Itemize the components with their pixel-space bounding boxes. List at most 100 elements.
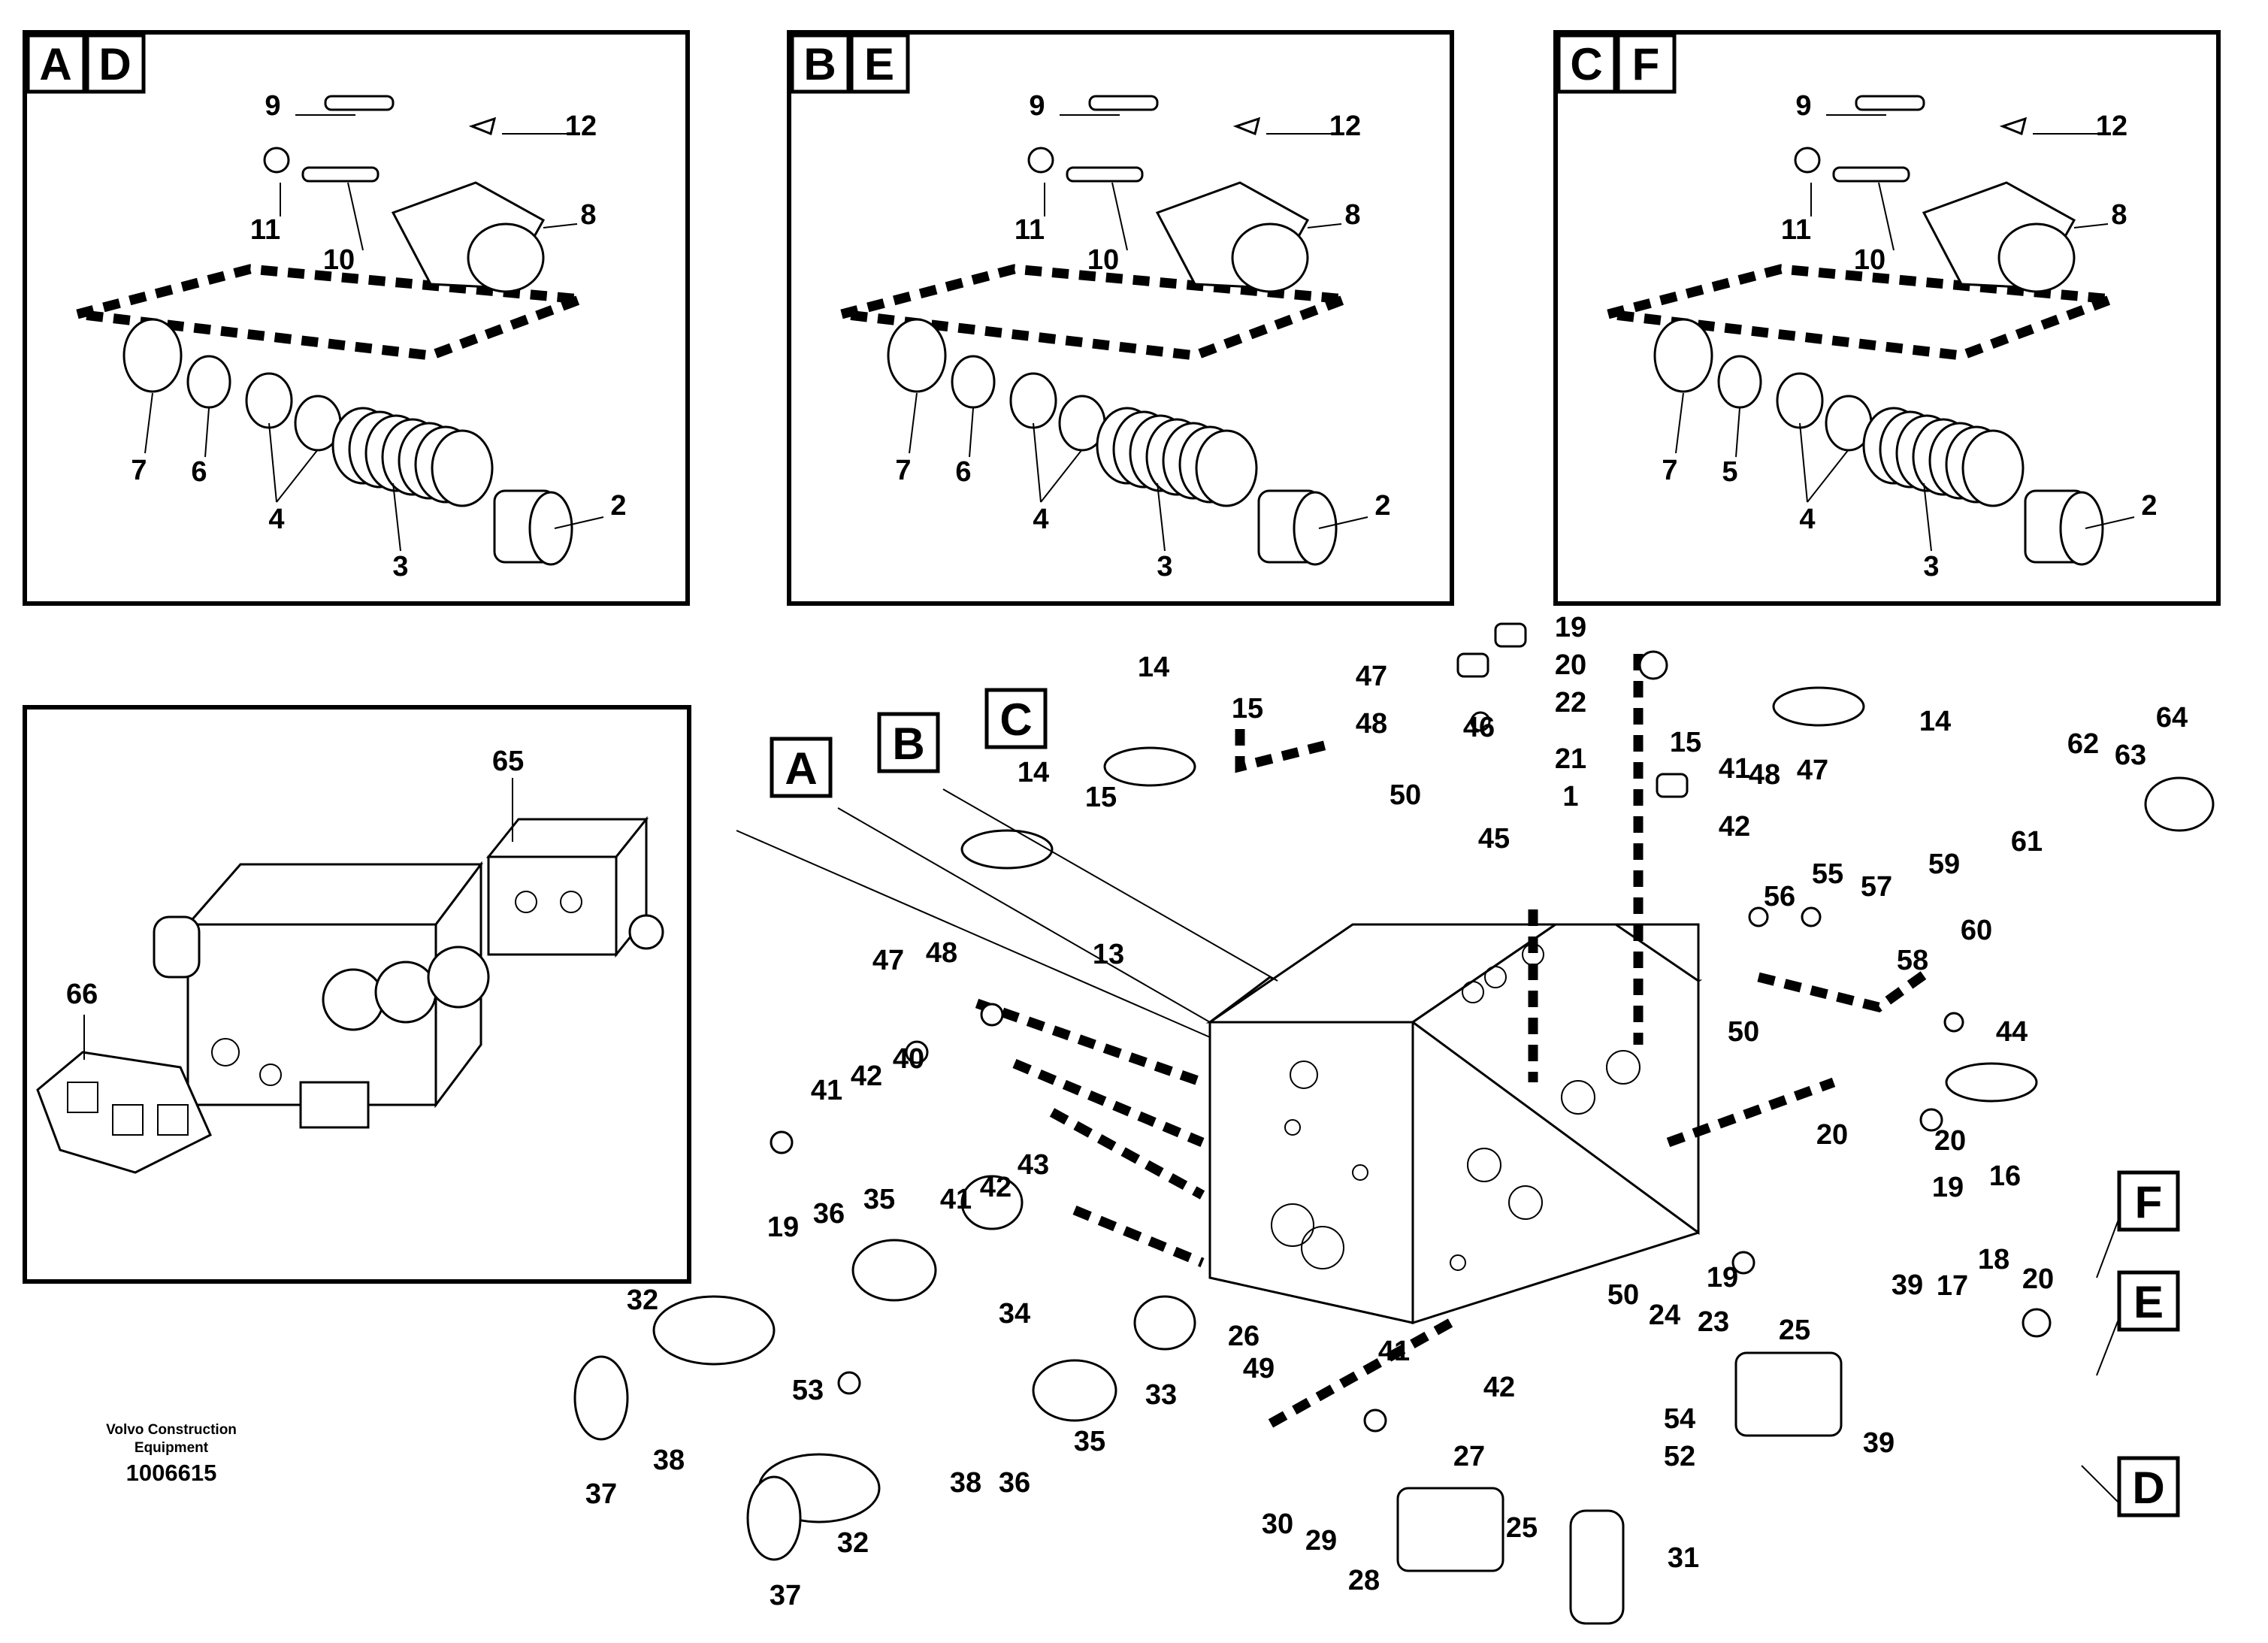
section-letter-box [984, 688, 1048, 749]
callout-label: 51 [0, 0, 16, 7]
section-letter: A [785, 743, 817, 794]
section-letter: F [2135, 1177, 2163, 1227]
callout-oring: 7 [895, 455, 911, 486]
callout-label: 24 [1649, 1300, 1680, 1331]
callout-label: 53 [792, 1375, 824, 1406]
letter-leader [2096, 1217, 2120, 1278]
view-letter: C [1570, 39, 1602, 89]
view-letter-box [1556, 33, 1617, 94]
callout-plug: 12 [2096, 110, 2127, 142]
section-letter: D [2132, 1463, 2164, 1513]
callout-label: 19 [767, 1212, 799, 1243]
callout-label: 21 [1555, 743, 1586, 775]
callout-label: 42 [1483, 1372, 1515, 1403]
callout-label: 32 [837, 1527, 869, 1559]
view-letter-box [790, 33, 851, 94]
callout-label: 39 [1863, 1427, 1895, 1459]
section-letter: B [892, 719, 924, 769]
callout-label: 17 [1937, 1270, 1968, 1302]
letter-leader [2081, 1465, 2120, 1504]
callout-oring: 7 [1662, 455, 1677, 486]
panel-frame [787, 30, 1454, 606]
letter-leader [942, 788, 1278, 982]
callout-washer: 11 [1015, 214, 1045, 246]
callout-label: 56 [1764, 881, 1795, 912]
view-letter: D [98, 39, 131, 89]
callout-screw: 9 [1795, 90, 1811, 122]
view-letter: A [39, 39, 71, 89]
callout-66: 66 [66, 979, 98, 1010]
callout-label: 41 [1719, 753, 1750, 785]
callout-label: 45 [1478, 823, 1510, 855]
view-letter: B [803, 39, 836, 89]
callout-label: 35 [1074, 1426, 1105, 1457]
callout-seats: 4 [1033, 504, 1048, 535]
callout-label: 19 [1707, 1262, 1738, 1294]
view-letter-box [849, 33, 910, 94]
callout-label: 16 [1989, 1160, 2021, 1192]
callout-housing: 8 [2111, 199, 2127, 231]
view-letter-box [1616, 33, 1677, 94]
callout-label: 20 [2022, 1263, 2054, 1295]
view-letter: E [864, 39, 894, 89]
callout-bolt: 10 [1087, 244, 1119, 276]
callout-label: 44 [1996, 1016, 2028, 1048]
callout-cap: 2 [610, 490, 626, 522]
callout-label: 41 [811, 1075, 842, 1106]
callout-label: 37 [585, 1478, 617, 1510]
callout-label: 28 [1348, 1565, 1380, 1596]
letter-leader [736, 830, 1211, 1038]
callout-label: 49 [1243, 1353, 1275, 1384]
callout-label: 50 [1390, 779, 1421, 811]
callout-label: 15 [1085, 782, 1117, 813]
callout-label: 47 [872, 945, 904, 976]
overview-panel: 65 66 [23, 705, 691, 1284]
callout-label: 14 [1919, 706, 1951, 737]
callout-label: 30 [1262, 1508, 1293, 1540]
callout-shim: 5 [1722, 456, 1737, 488]
callout-label: 54 [1664, 1403, 1695, 1435]
callout-label: 50 [1728, 1016, 1759, 1048]
view-letter-box [26, 33, 86, 94]
callout-label: 14 [1138, 652, 1169, 683]
dashed-leaders [975, 654, 1934, 1433]
drawing-number: 1006615 [126, 1460, 217, 1486]
callout-label: 48 [926, 937, 957, 969]
callout-label: 31 [1668, 1542, 1699, 1574]
panel-frame [23, 30, 690, 606]
callout-label: 23 [1698, 1306, 1729, 1338]
section-letter-box [2117, 1456, 2180, 1517]
callout-seats: 4 [268, 504, 284, 535]
callout-label: 14 [1018, 757, 1049, 788]
callout-shim: 6 [955, 456, 971, 488]
callout-screw: 9 [1029, 90, 1045, 122]
callout-label: 27 [1453, 1441, 1485, 1472]
callout-plug: 12 [565, 110, 597, 142]
callout-housing: 8 [1344, 199, 1360, 231]
callout-label: 48 [1749, 759, 1780, 791]
callout-label: 18 [1978, 1244, 2009, 1275]
callout-label: 22 [1555, 687, 1586, 719]
callout-label: 25 [1779, 1315, 1810, 1346]
callout-label: 19 [1555, 612, 1586, 643]
valve-cartridge-illustration [840, 95, 1368, 566]
callout-label: 15 [1670, 727, 1701, 758]
callout-washer: 11 [1781, 214, 1811, 246]
credit-block: Volvo Construction Equipment 1006615 [106, 1422, 237, 1486]
callout-label: 47 [1356, 661, 1387, 692]
callout-label: 42 [1719, 811, 1750, 843]
callout-label: 40 [893, 1043, 924, 1075]
callout-cap: 2 [2141, 490, 2157, 522]
valve-block-illustration [153, 861, 490, 1129]
callout-label: 20 [1816, 1119, 1848, 1151]
section-letter-box [2117, 1270, 2180, 1332]
callout-spring: 3 [392, 551, 408, 582]
callout-label: 39 [1892, 1269, 1923, 1301]
callout-label: 25 [1506, 1512, 1538, 1544]
view-letter: F [1632, 39, 1660, 89]
